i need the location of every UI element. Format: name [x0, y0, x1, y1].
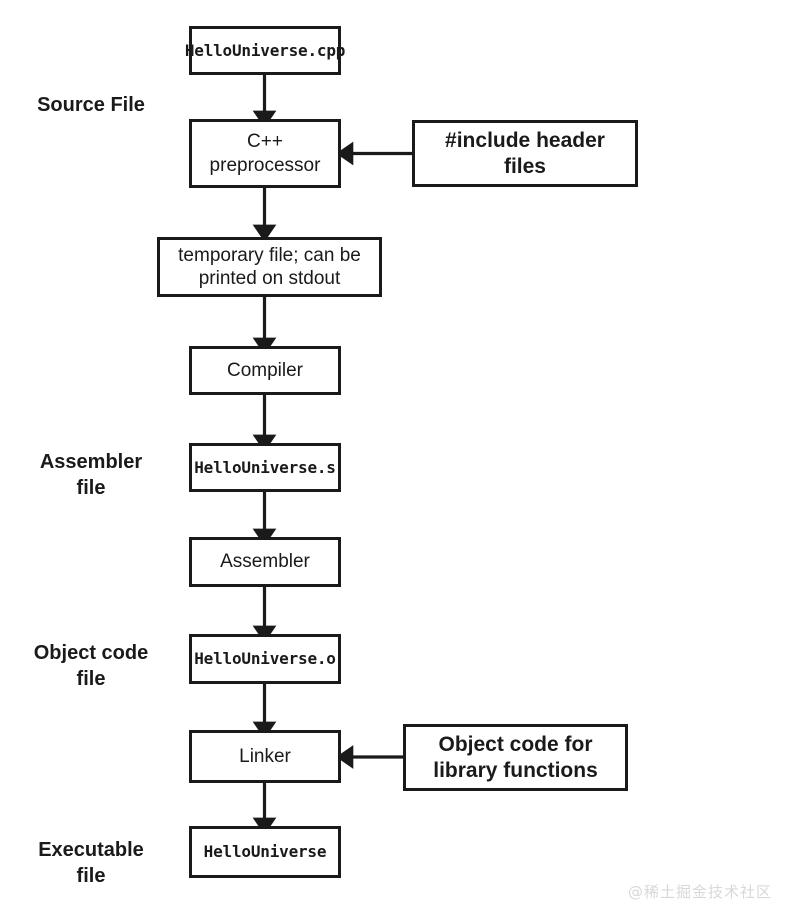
node-linker[interactable]: Linker [189, 730, 341, 783]
node-compiler[interactable]: Compiler [189, 346, 341, 395]
node-assembler[interactable]: Assembler [189, 537, 341, 587]
node-label: HelloUniverse.cpp [184, 40, 346, 60]
node-temporary-file[interactable]: temporary file; can be printed on stdout [157, 237, 382, 297]
node-label: Linker [239, 745, 291, 767]
stage-label-assembler-file: Assembler file [39, 451, 143, 499]
node-label: HelloUniverse [203, 842, 327, 862]
node-label: Object code for library functions [433, 732, 598, 782]
node-hellouniverse-o[interactable]: HelloUniverse.o [189, 634, 341, 684]
node-hellouniverse-exe[interactable]: HelloUniverse [189, 826, 341, 878]
node-cpp-preprocessor[interactable]: C++ preprocessor [189, 119, 341, 188]
node-label: HelloUniverse.o [194, 649, 336, 669]
node-label: C++ preprocessor [209, 131, 321, 176]
node-label: #include header files [445, 128, 605, 178]
node-hellouniverse-cpp[interactable]: HelloUniverse.cpp [185, 26, 345, 75]
stage-label-source-file: Source File [37, 94, 145, 116]
stage-label-object-code-file: Object code file [33, 642, 149, 690]
node-label: Assembler [220, 551, 310, 573]
node-object-code-library[interactable]: Object code for library functions [403, 724, 628, 791]
node-label: Compiler [226, 359, 304, 381]
node-include-header-files[interactable]: #include header files [412, 120, 638, 187]
node-label: HelloUniverse.s [194, 457, 336, 477]
node-label: temporary file; can be printed on stdout [178, 244, 361, 289]
watermark: @稀土掘金技术社区 [627, 883, 772, 901]
stage-label-executable-file: Executable file [38, 839, 144, 887]
node-hellouniverse-s[interactable]: HelloUniverse.s [189, 443, 341, 492]
